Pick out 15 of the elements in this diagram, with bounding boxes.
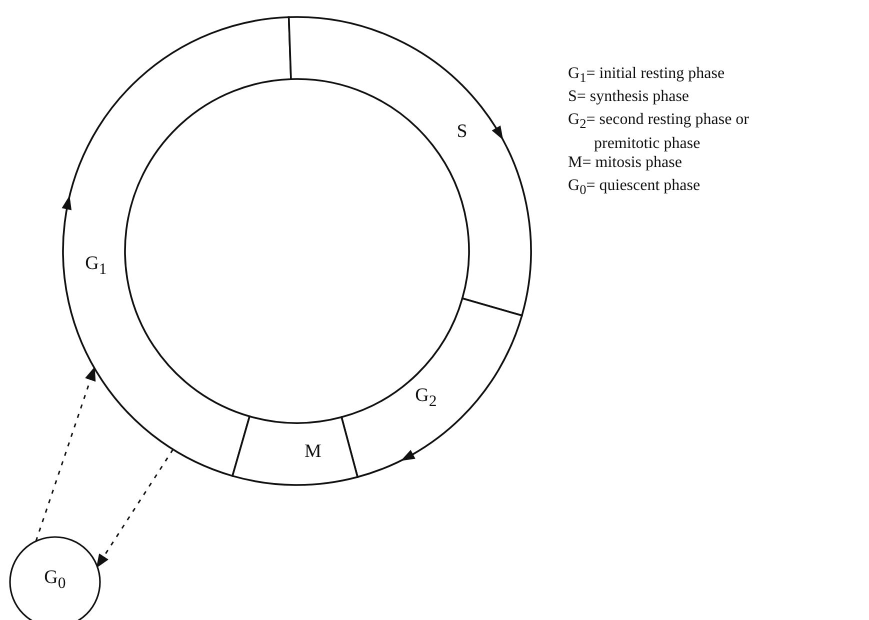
phase-label: G$_{2}$ [415, 386, 437, 406]
definition-text: G$_{0}$= quiescent phase [568, 176, 702, 200]
phase-label: S [456, 122, 468, 142]
phase-segment [340, 298, 523, 478]
phase-label: G$_{1}$ [85, 254, 107, 274]
phase-label: G$_{0}$ [44, 568, 66, 588]
definition-text: G$_{2}$= second resting phase or premitotic phase [568, 110, 750, 154]
dashed-arrow [35, 366, 96, 542]
definition-text: M= mitosis phase [568, 153, 683, 173]
phase-label: M [304, 442, 322, 462]
definition-text: S= synthesis phase [568, 87, 690, 107]
phase-segment [62, 16, 292, 477]
definition-text: G$_{1}$= initial resting phase [568, 64, 726, 88]
phase-segment [232, 415, 358, 486]
dashed-arrow [96, 449, 174, 568]
